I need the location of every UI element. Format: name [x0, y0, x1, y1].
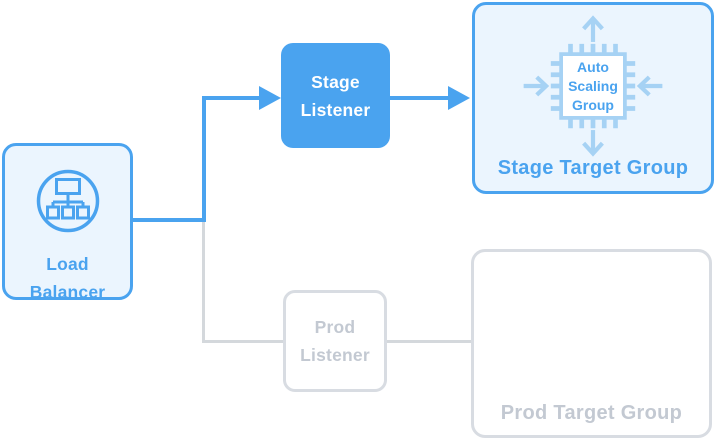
edge-to-prod-listener: [202, 340, 285, 343]
node-prod-listener: Prod Listener: [283, 290, 387, 392]
edge-to-stage-listener: [202, 96, 260, 100]
prod-listener-label: Prod Listener: [300, 317, 370, 365]
node-stage-listener: Stage Listener: [281, 43, 390, 148]
arrowhead-stage-listener: [259, 86, 281, 110]
node-stage-target-group: Auto Scaling Group Stage Target Group: [472, 2, 714, 194]
edge-stage-listener-to-target: [388, 96, 449, 100]
load-balancer-label: Load Balancer: [29, 254, 106, 302]
stage-listener-label: Stage Listener: [300, 71, 371, 120]
edge-junction-up: [202, 96, 206, 222]
edge-prod-listener-to-target: [385, 340, 473, 343]
stage-target-group-label: Stage Target Group: [497, 157, 689, 179]
edge-junction-down: [202, 222, 205, 343]
edge-loadbalancer-junction: [130, 218, 206, 222]
load-balancer-icon: [36, 169, 100, 238]
arrowhead-stage-target: [448, 86, 470, 110]
node-load-balancer: Load Balancer: [2, 143, 133, 302]
auto-scaling-group-icon: Auto Scaling Group: [518, 11, 668, 161]
prod-target-group-label: Prod Target Group: [500, 402, 683, 424]
node-prod-target-group: Prod Target Group: [471, 249, 712, 438]
